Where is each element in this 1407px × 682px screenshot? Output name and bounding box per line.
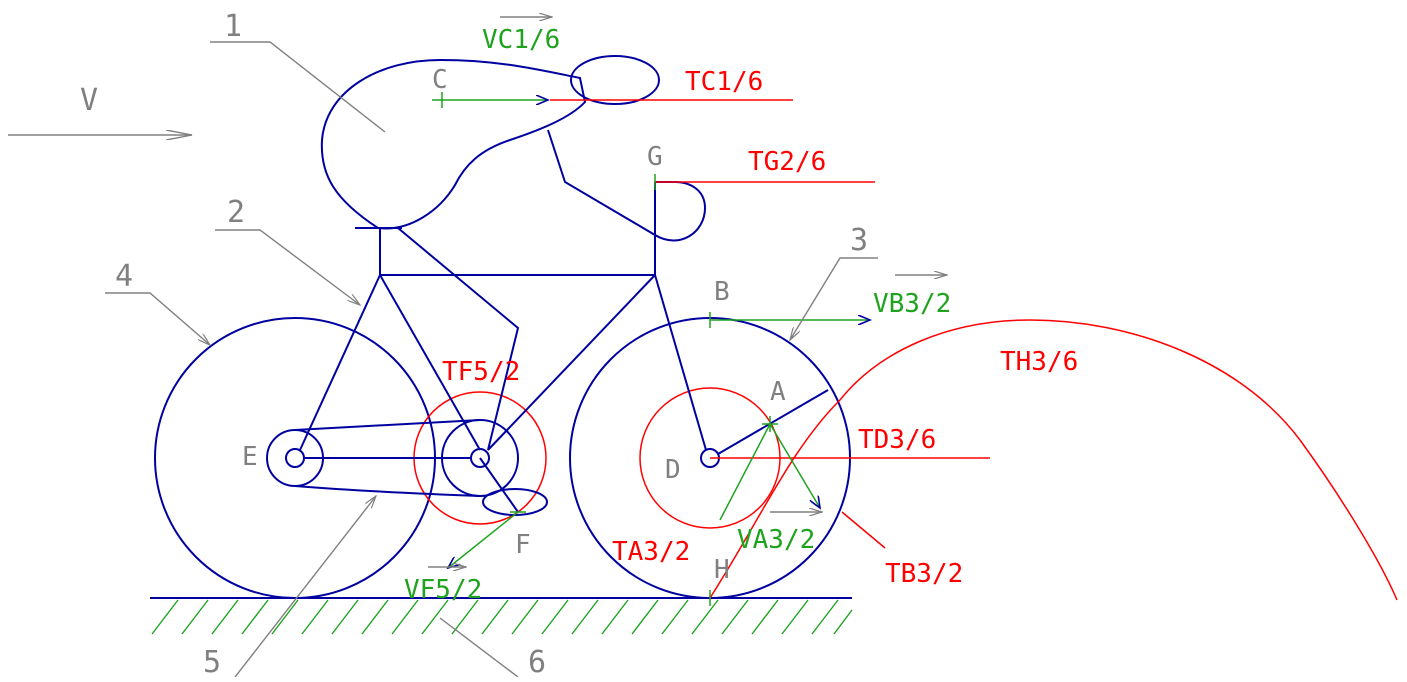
seat-stay — [299, 274, 381, 451]
ground-hatching — [151, 599, 853, 635]
drivetrain — [266, 389, 829, 516]
label-TA3-2: TA3/2 — [612, 537, 690, 567]
frame — [299, 182, 707, 451]
label-part-4: 4 — [115, 259, 133, 294]
label-TC1-6: TC1/6 — [685, 67, 763, 97]
label-TF5-2: TF5/2 — [442, 357, 520, 387]
leader-1 — [210, 41, 386, 133]
label-V: V — [80, 83, 98, 118]
pedal — [482, 488, 548, 516]
label-VA3-2: VA3/2 — [737, 525, 815, 555]
label-VF5-2: VF5/2 — [404, 575, 482, 605]
leader-5 — [234, 496, 376, 678]
point-markers — [441, 92, 778, 606]
label-point-C: C — [432, 65, 448, 95]
rider — [320, 55, 707, 451]
down-tube — [487, 274, 656, 451]
label-TB3-2: TB3/2 — [885, 559, 963, 589]
trajectories — [550, 99, 1398, 601]
crank-arm — [479, 457, 519, 513]
chain-top — [294, 419, 481, 431]
label-point-D: D — [665, 455, 681, 485]
velocities — [432, 100, 870, 568]
seat-tube — [379, 274, 481, 451]
label-part-6: 6 — [528, 645, 546, 677]
fork — [654, 274, 707, 451]
rider-arm — [547, 129, 707, 242]
label-TH3-6: TH3/6 — [1000, 347, 1078, 377]
TH3-6-cycloid — [709, 319, 1398, 601]
label-part-3: 3 — [850, 223, 868, 258]
rider-torso — [320, 58, 587, 230]
label-VB3-2: VB3/2 — [873, 289, 951, 319]
label-part-2: 2 — [227, 195, 245, 230]
label-VC1-6: VC1/6 — [482, 25, 560, 55]
VA-FB-line — [719, 423, 771, 521]
ground — [150, 597, 853, 635]
label-point-B: B — [714, 277, 730, 307]
label-point-G: G — [647, 142, 663, 172]
label-part-5: 5 — [203, 645, 221, 677]
leader-6 — [439, 617, 519, 678]
reference-leaders — [8, 17, 947, 678]
label-point-E: E — [242, 442, 258, 472]
leader-3 — [790, 257, 878, 340]
rear-sprocket-inner — [285, 448, 305, 468]
spoke-DA — [717, 389, 829, 455]
label-TG2-6: TG2/6 — [748, 147, 826, 177]
TB3-2-leader — [841, 511, 886, 549]
leader-2 — [215, 229, 360, 305]
label-point-A: A — [770, 377, 786, 407]
label-part-1: 1 — [224, 9, 242, 44]
label-point-H: H — [714, 555, 730, 585]
leader-4 — [105, 292, 210, 345]
label-TD3-6: TD3/6 — [858, 425, 936, 455]
rider-leg — [397, 227, 520, 451]
VA3-2-vector — [769, 423, 820, 508]
rider-head — [570, 55, 660, 105]
VF5-2-vector — [448, 511, 519, 568]
label-point-F: F — [515, 530, 531, 560]
chain-bottom — [294, 485, 481, 497]
